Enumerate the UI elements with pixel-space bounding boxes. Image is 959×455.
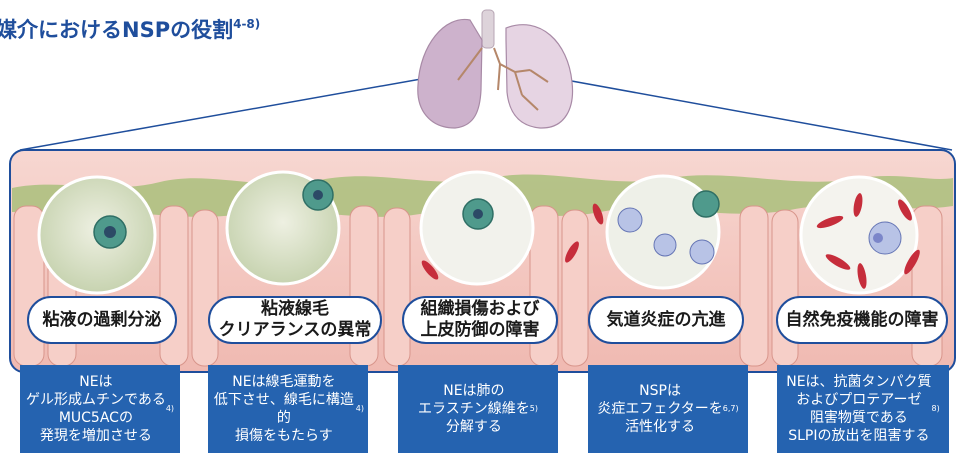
zoom-circle-3	[421, 172, 533, 284]
zoom-circle-1	[39, 177, 155, 293]
description-ref: 4)	[166, 400, 174, 418]
description-text: NSPは 炎症エフェクターを 活性化する	[597, 382, 722, 436]
description-text: NEは、抗菌タンパク質 およびプロテアーゼ 阻害物質である SLPIの放出を阻害…	[786, 373, 931, 445]
description-ref: 4)	[356, 400, 364, 418]
label-mucociliary-clearance: 粘液線毛 クリアランスの異常	[208, 296, 382, 344]
label-mucus-hypersecretion: 粘液の過剰分泌	[27, 296, 177, 344]
page-title-ref: 4-8)	[233, 17, 260, 31]
lungs-icon	[418, 10, 573, 128]
label-airway-inflammation: 気道炎症の亢進	[588, 296, 744, 344]
label-tissue-damage: 組織損傷および 上皮防御の障害	[402, 296, 558, 344]
description-text: NEは ゲル形成ムチンである MUC5ACの 発現を増加させる	[26, 373, 166, 445]
zoom-projection-lines	[20, 76, 952, 150]
description-ref: 6,7)	[723, 400, 739, 418]
page-title-text: 媒介におけるNSPの役割	[0, 18, 233, 42]
zoom-circle-4	[607, 176, 719, 288]
description-box: NEは、抗菌タンパク質 およびプロテアーゼ 阻害物質である SLPIの放出を阻害…	[777, 365, 949, 453]
description-text: NEは肺の エラスチン線維を 分解する	[418, 382, 530, 436]
zoom-circle-2	[227, 172, 339, 284]
description-ref: 5)	[530, 400, 538, 418]
description-text: NEは線毛運動を 低下させ、線毛に構造的 損傷をもたらす	[212, 373, 356, 445]
page-title: 媒介におけるNSPの役割4-8)	[0, 14, 260, 44]
label-innate-immunity: 自然免疫機能の障害	[776, 296, 948, 344]
description-ref: 8)	[932, 400, 940, 418]
